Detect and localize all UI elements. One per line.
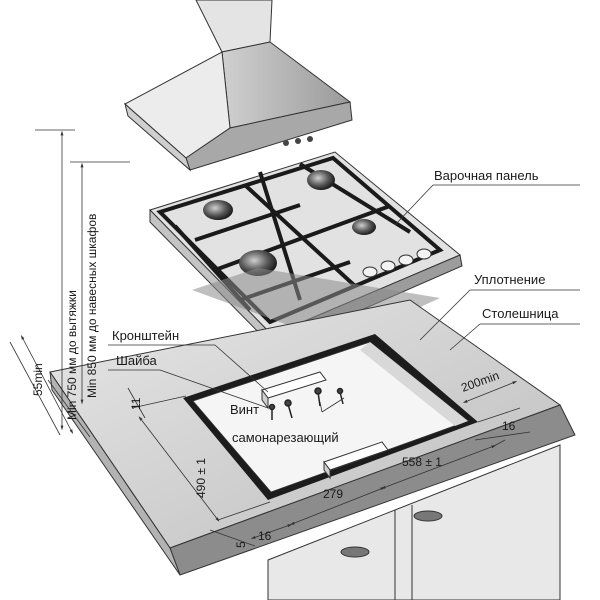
dim-558: 558 ± 1 bbox=[402, 455, 442, 469]
dim-5: 5 bbox=[234, 541, 248, 548]
dim-11: 11 bbox=[129, 397, 143, 410]
burner-rear-left bbox=[203, 200, 233, 220]
label-screw-line1: Винт bbox=[230, 402, 259, 417]
label-seal: Уплотнение bbox=[474, 272, 545, 287]
dim-min-cabinets: Min 850 мм до навесных шкафов bbox=[85, 214, 99, 398]
burner-rear-right bbox=[307, 170, 335, 190]
worktop-cutout bbox=[183, 334, 478, 500]
burner-front-right bbox=[352, 219, 376, 235]
cutout-dimension-lines bbox=[127, 381, 531, 547]
control-knobs bbox=[362, 248, 432, 278]
dim-min-hood: Min 750 мм до вытяжки bbox=[65, 290, 79, 420]
label-worktop: Столешница bbox=[482, 306, 559, 321]
leader-lines bbox=[108, 184, 580, 413]
dim-16-bottom: 16 bbox=[258, 529, 272, 543]
burner-front-left bbox=[239, 250, 277, 276]
dim-490: 490 ± 1 bbox=[194, 458, 208, 498]
label-hob: Варочная панель bbox=[434, 168, 539, 183]
label-screw-line2: самонарезающий bbox=[232, 430, 339, 445]
dim-min55: 55min bbox=[31, 363, 45, 396]
dim-16-right: 16 bbox=[502, 419, 516, 433]
range-hood bbox=[124, 0, 353, 172]
height-dimensions bbox=[9, 129, 130, 438]
screws bbox=[268, 387, 344, 420]
label-washer: Шайба bbox=[116, 353, 158, 368]
mounting-brackets bbox=[261, 371, 389, 480]
label-bracket: Кронштейн bbox=[112, 328, 179, 343]
dim-279: 279 bbox=[323, 487, 343, 501]
